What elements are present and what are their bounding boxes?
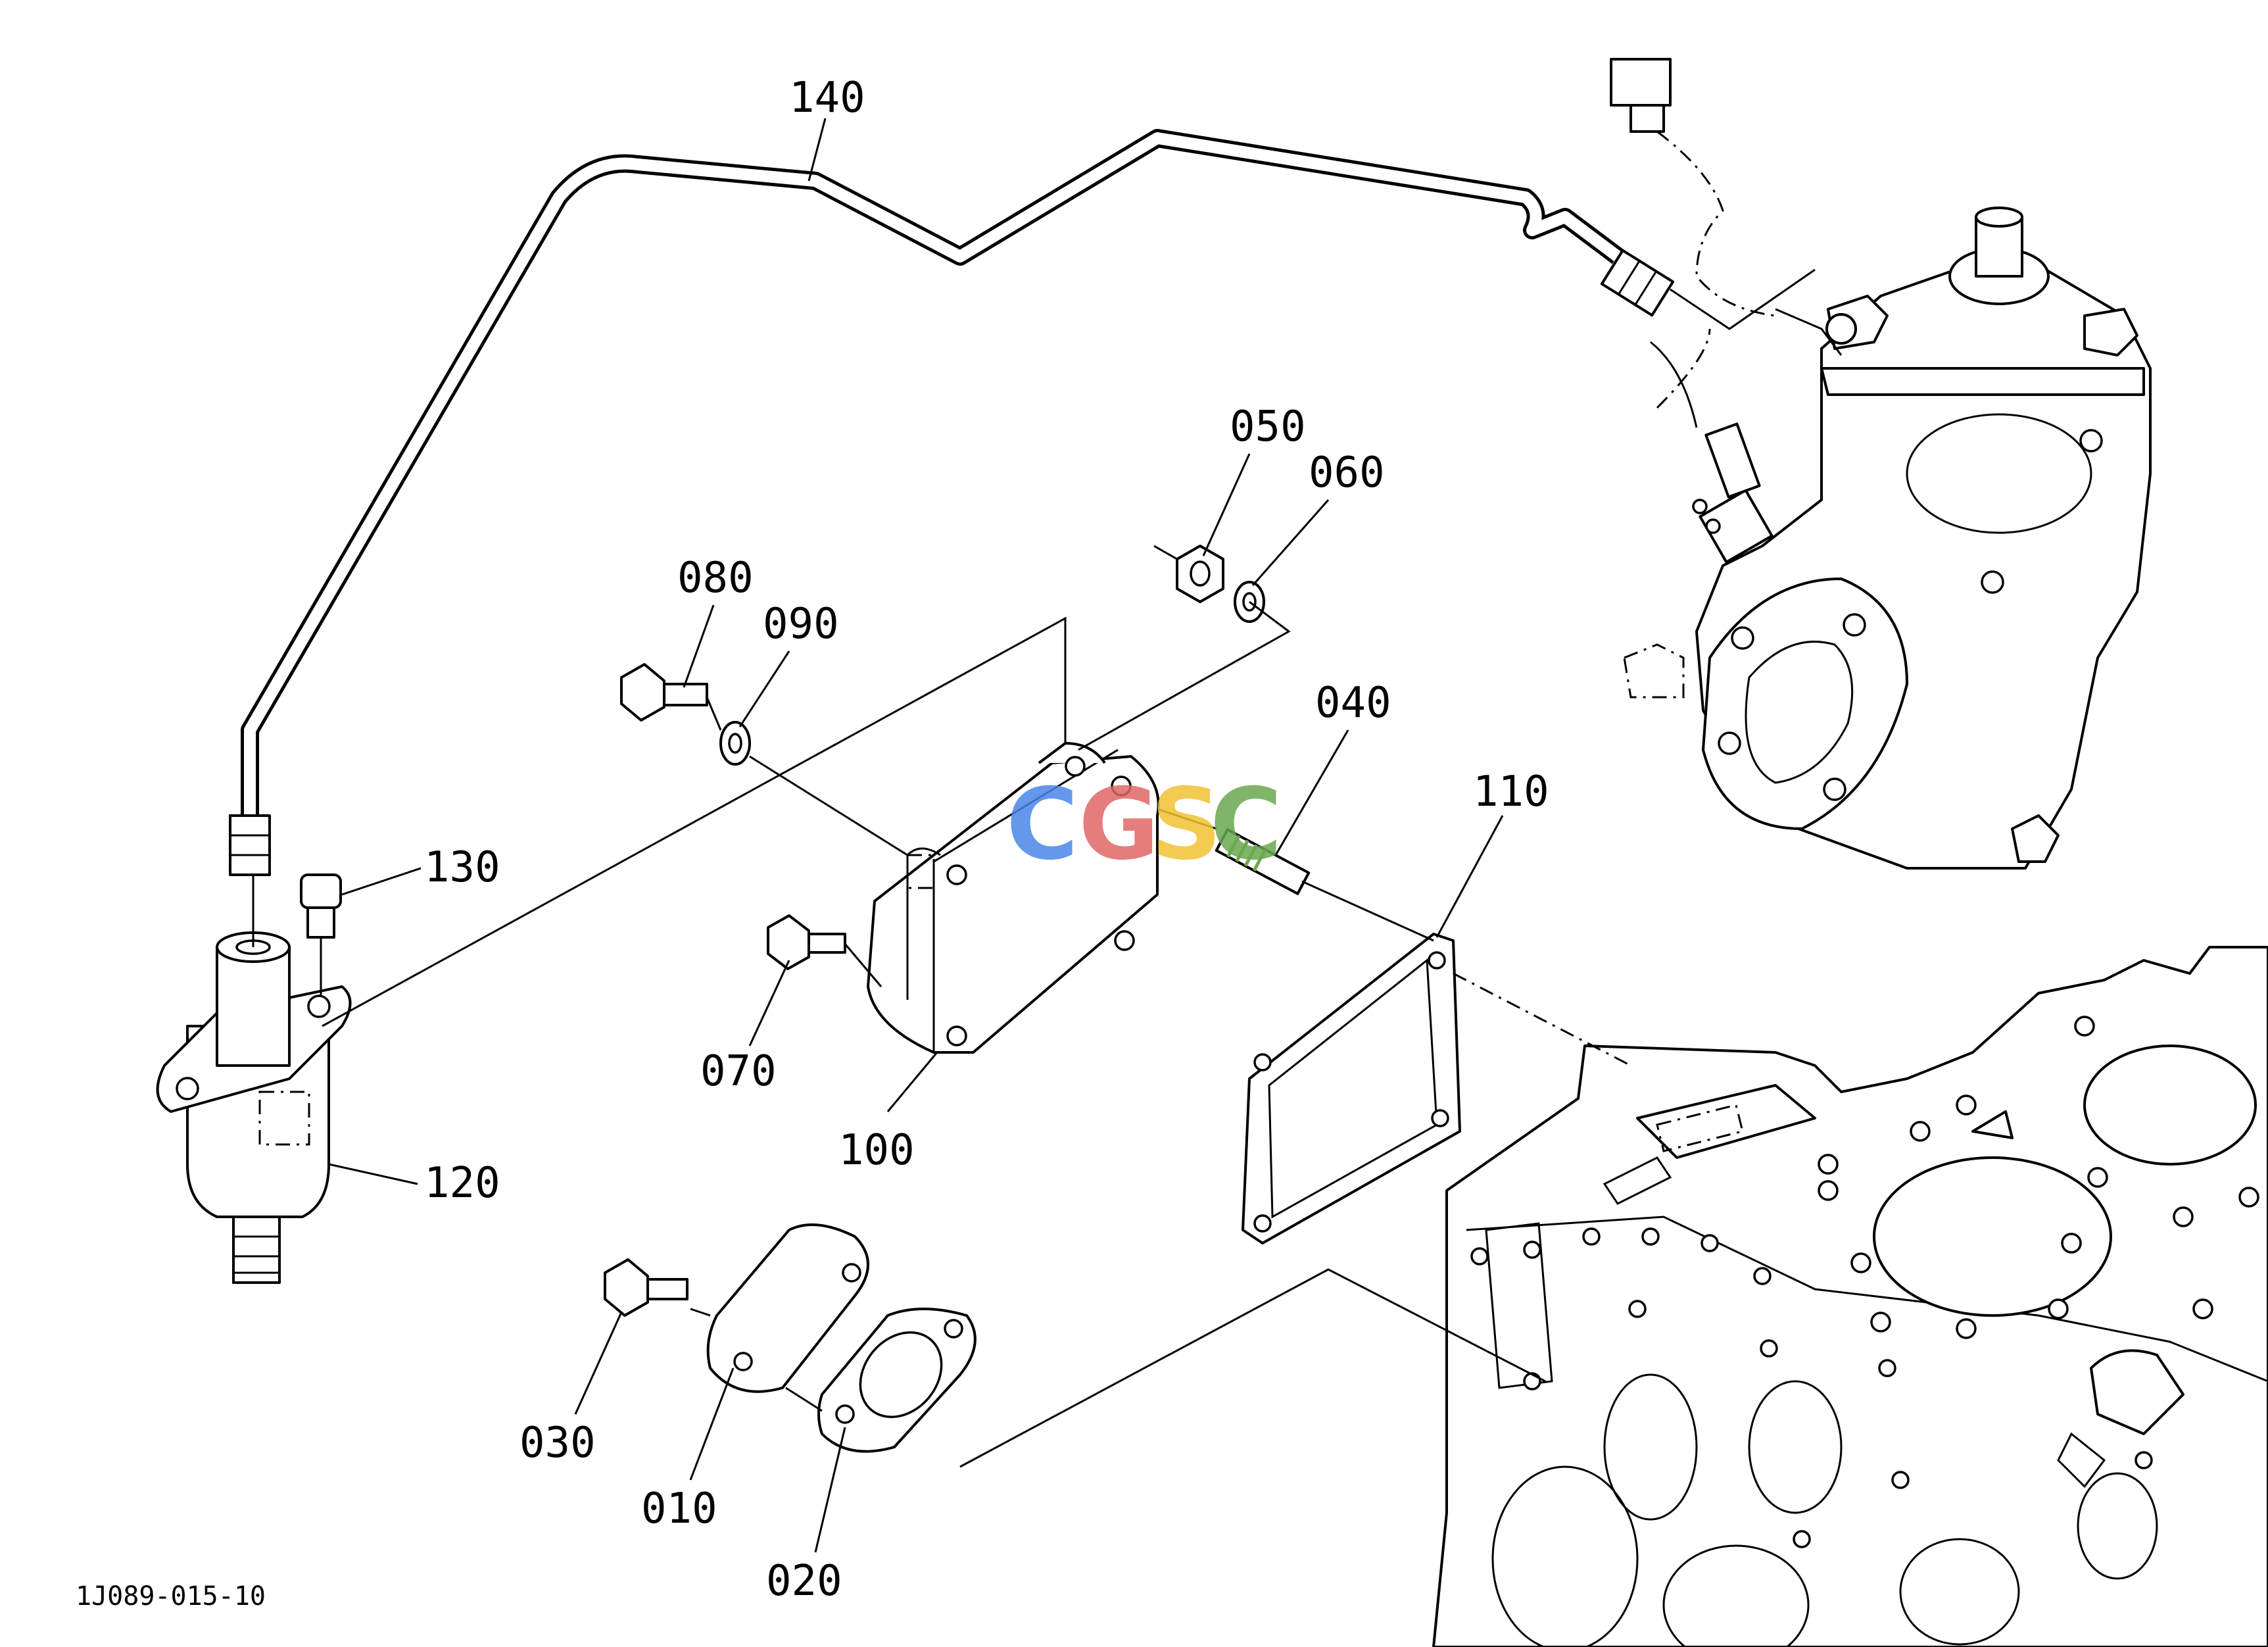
watermark-letter: G (1078, 768, 1159, 882)
stud-040 (1215, 828, 1311, 895)
callout-050: 050 (1230, 403, 1306, 451)
washer-090 (719, 721, 751, 766)
engine-block (1432, 946, 2268, 1647)
callout-090: 090 (763, 600, 839, 649)
injection-pump (1610, 58, 2152, 870)
callout-140: 140 (789, 74, 865, 122)
callout-030: 030 (519, 1419, 596, 1467)
callout-010: 010 (641, 1485, 717, 1533)
callout-080: 080 (677, 554, 754, 602)
callout-020: 020 (766, 1557, 842, 1606)
callout-100: 100 (838, 1126, 915, 1175)
callout-110: 110 (1473, 768, 1549, 816)
callout-130: 130 (424, 843, 500, 892)
callout-120: 120 (424, 1159, 500, 1208)
plug-130 (300, 873, 342, 939)
bolt-070 (767, 914, 846, 970)
callout-070: 070 (700, 1047, 777, 1096)
assembly-lines (252, 268, 1816, 1468)
gasket-110 (1242, 933, 1461, 1244)
gasket-020 (817, 1308, 977, 1453)
watermark-letter: C (1006, 768, 1078, 882)
callout-labels: 140 050 060 080 090 040 110 130 070 100 … (76, 74, 1549, 1611)
watermark-letter: C (1210, 768, 1282, 882)
fuel-pipe-140 (229, 129, 1675, 876)
bolt-080 (620, 663, 708, 722)
callout-060: 060 (1309, 449, 1385, 497)
watermark-letter: S (1151, 768, 1222, 882)
drawing-id: 1J089-015-10 (76, 1581, 266, 1611)
leader-lines (328, 118, 1504, 1553)
cgsc-watermark: C G S C (1006, 768, 1282, 882)
bolt-030 (604, 1258, 688, 1317)
callout-040: 040 (1315, 679, 1391, 727)
nut-050 (1176, 545, 1224, 603)
cover-plate-010 (706, 1223, 869, 1393)
cover-100 (867, 742, 1160, 1054)
